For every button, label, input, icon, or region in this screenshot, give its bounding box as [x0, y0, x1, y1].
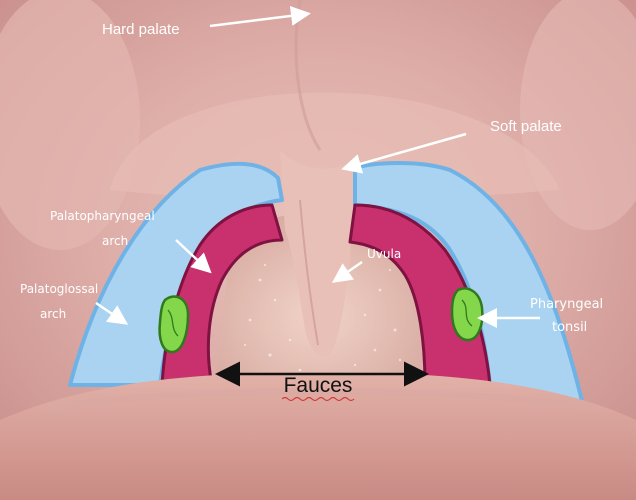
soft-palate-arrow	[341, 132, 467, 174]
throat-texture	[243, 263, 402, 372]
right-tonsil-texture	[461, 299, 473, 327]
palatopharyngeal-label-line2: arch	[102, 234, 128, 248]
left-cheek	[0, 0, 140, 250]
tongue	[0, 372, 636, 500]
uvula	[280, 150, 355, 357]
soft-palate-label: Soft palate	[490, 118, 562, 135]
left-palatopharyngeal-arch	[160, 203, 284, 387]
uvula-arrow	[331, 260, 363, 283]
palatoglossal-arrow	[95, 301, 129, 325]
left-tonsil-texture	[167, 309, 179, 337]
right-tonsil	[450, 287, 484, 342]
hard-palate-label: Hard palate	[102, 21, 180, 38]
palatopharyngeal-label-line1: Palatopharyngeal	[50, 209, 155, 223]
uvula-label: Uvula	[367, 247, 401, 261]
hard-palate-arrow	[209, 5, 311, 28]
left-tonsil	[158, 295, 190, 354]
pharyngeal-tonsil-label-line2: tonsil	[552, 320, 587, 335]
palatoglossal-label-line1: Palatoglossal	[20, 282, 98, 296]
spellcheck-underline	[281, 396, 355, 402]
uvula-shading	[299, 199, 319, 346]
palatopharyngeal-arrow	[175, 239, 212, 274]
pharyngeal-tonsil-label-line1: Pharyngeal	[530, 297, 603, 312]
fauces-label: Fauces	[284, 374, 353, 397]
tongue-edge	[39, 388, 601, 413]
palatoglossal-label-line2: arch	[40, 307, 66, 321]
